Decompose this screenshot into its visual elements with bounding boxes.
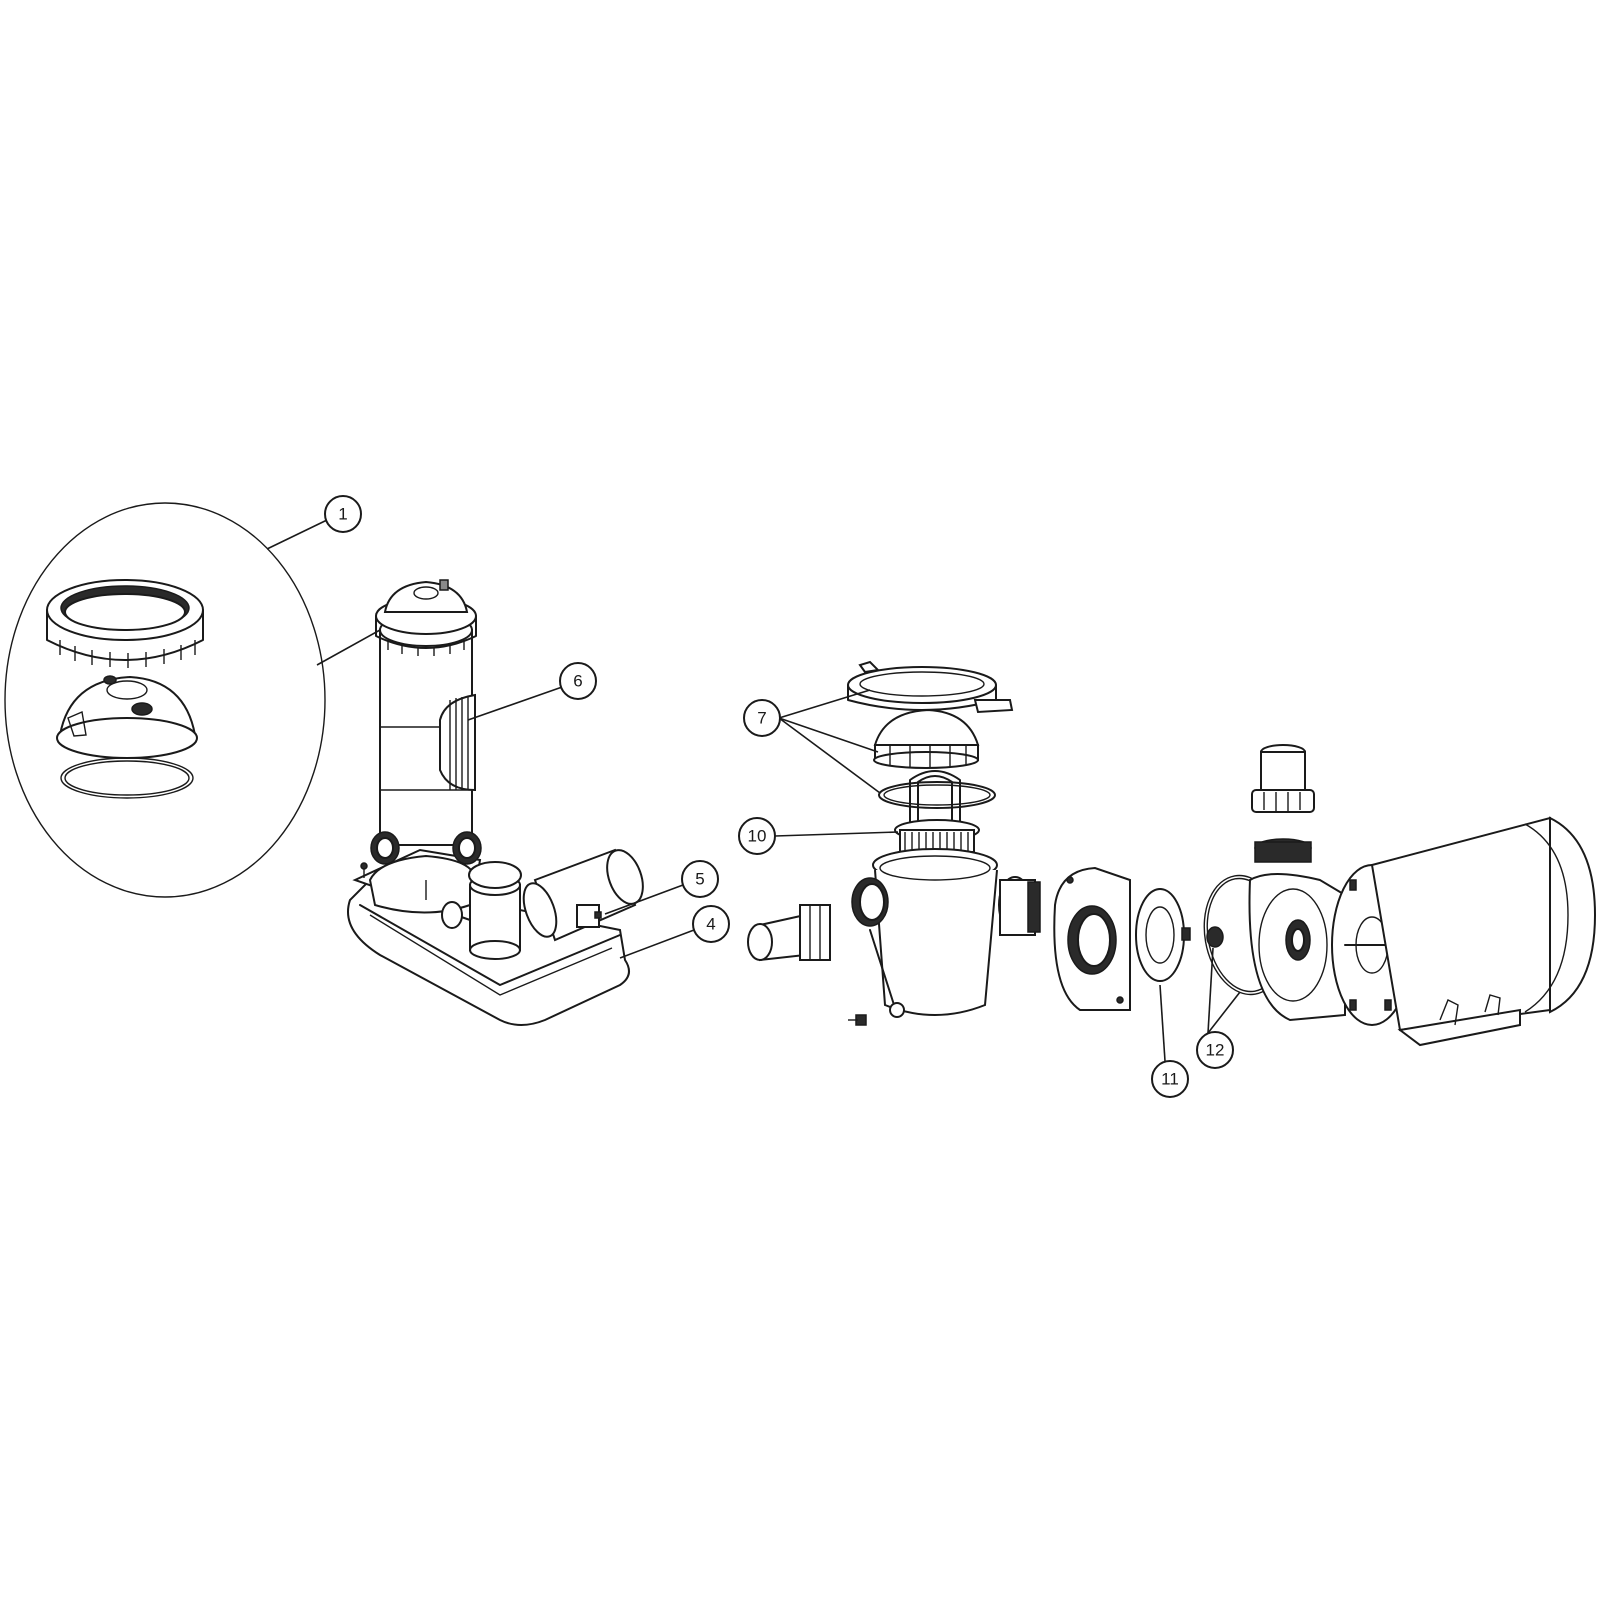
exploded-pump-assembly xyxy=(747,660,1191,1026)
seal-plate xyxy=(1053,866,1131,1011)
callout-1: 1 xyxy=(324,495,362,533)
motor-assembly xyxy=(1203,744,1597,1047)
callout-10: 10 xyxy=(738,817,776,855)
impeller xyxy=(1135,888,1191,982)
callout-12-label: 12 xyxy=(1206,1041,1225,1060)
callout-1-label: 1 xyxy=(338,505,347,524)
callout-12: 12 xyxy=(1196,1031,1234,1069)
callout-5-label: 5 xyxy=(695,870,704,889)
callout-4-label: 4 xyxy=(706,915,715,934)
strainer-basket xyxy=(894,819,980,853)
lid-lock-ring-icon xyxy=(46,579,204,668)
top-union xyxy=(1251,744,1315,863)
motor-bracket xyxy=(576,904,602,928)
union-discharge xyxy=(998,876,1041,936)
callout-6-label: 6 xyxy=(573,672,582,691)
callout-10-label: 10 xyxy=(748,827,767,846)
lid-o-ring-icon xyxy=(60,757,194,799)
callout-11-label: 11 xyxy=(1161,1070,1179,1089)
filter-tank xyxy=(360,579,482,914)
callout-7: 7 xyxy=(743,699,781,737)
callout-7-label: 7 xyxy=(757,709,766,728)
strainer-lock-ring xyxy=(847,660,1014,714)
callout-11: 11 xyxy=(1151,1060,1189,1098)
filter-cartridge xyxy=(439,693,476,792)
small-pump-motor xyxy=(522,848,644,942)
strainer-housing xyxy=(848,848,998,1026)
strainer-lid xyxy=(873,708,980,769)
leader-lines xyxy=(467,685,1241,1062)
union-inlet xyxy=(747,904,831,962)
callout-4: 4 xyxy=(692,905,730,943)
detail-lid-assembly xyxy=(4,502,381,898)
filter-lid-icon xyxy=(56,675,198,759)
callout-5: 5 xyxy=(681,860,719,898)
strainer-lid-o-ring xyxy=(878,781,996,809)
small-pump-strainer xyxy=(441,861,522,960)
filter-pump-assembly xyxy=(347,579,644,1026)
callout-6: 6 xyxy=(559,662,597,700)
